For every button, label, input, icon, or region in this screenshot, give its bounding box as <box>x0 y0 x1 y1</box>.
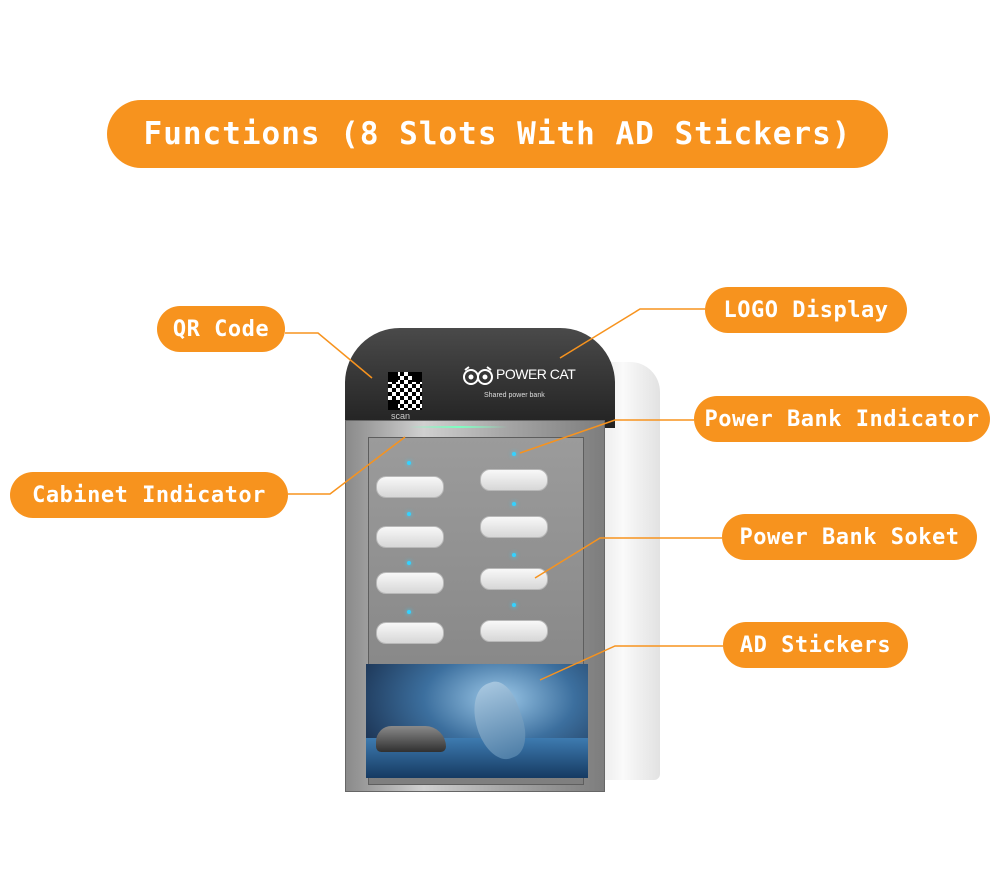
label-cabinet-indicator: Cabinet Indicator <box>10 472 288 518</box>
label-power-bank-indicator-text: Power Bank Indicator <box>704 406 980 432</box>
leader-logo <box>559 308 705 359</box>
label-logo-display-text: LOGO Display <box>723 297 889 323</box>
label-ad-stickers-text: AD Stickers <box>739 632 892 658</box>
label-qr-code: QR Code <box>157 306 285 352</box>
label-power-bank-indicator: Power Bank Indicator <box>694 396 990 442</box>
label-ad-stickers: AD Stickers <box>723 622 908 668</box>
title-text: Functions (8 Slots With AD Stickers) <box>143 116 852 152</box>
title-banner: Functions (8 Slots With AD Stickers) <box>107 100 888 168</box>
label-qr-code-text: QR Code <box>172 316 270 342</box>
label-power-bank-soket: Power Bank Soket <box>722 514 977 560</box>
leader-power-bank-indicator <box>519 419 694 454</box>
leader-qr <box>285 332 373 379</box>
leader-cabinet-indicator <box>288 436 406 495</box>
label-logo-display: LOGO Display <box>705 287 907 333</box>
label-power-bank-soket-text: Power Bank Soket <box>739 524 960 550</box>
leader-ad-stickers <box>539 645 723 681</box>
leader-power-bank-soket <box>534 537 722 579</box>
label-cabinet-indicator-text: Cabinet Indicator <box>32 482 266 508</box>
